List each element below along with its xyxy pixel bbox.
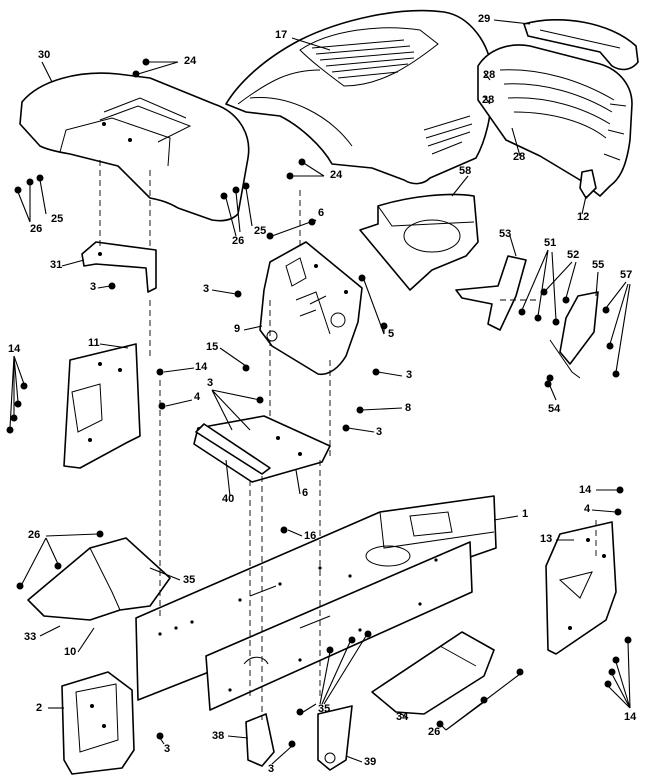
right-side-panel-part[interactable] <box>545 521 617 655</box>
grille-part[interactable] <box>477 44 633 197</box>
assembly-lines <box>99 160 597 720</box>
callout-c5: 5 <box>388 328 394 340</box>
support-plate-part[interactable] <box>193 415 331 483</box>
callout-c14a: 14 <box>8 343 21 355</box>
callout-c3d: 3 <box>406 369 412 381</box>
callout-c39: 39 <box>364 756 376 768</box>
callout-c8: 8 <box>405 402 411 414</box>
callout-c4b: 4 <box>584 503 591 515</box>
callout-c16: 16 <box>304 530 316 542</box>
callout-c3f: 3 <box>164 743 170 755</box>
callout-c9: 9 <box>234 323 240 335</box>
right-footrest-part[interactable] <box>371 631 495 715</box>
callout-c34: 34 <box>396 711 409 723</box>
callout-c54: 54 <box>548 403 561 415</box>
callout-c10: 10 <box>64 646 76 658</box>
callout-c12: 12 <box>577 211 589 223</box>
leader-lines <box>9 19 631 765</box>
rear-fender-part[interactable] <box>19 72 250 222</box>
callout-c15: 15 <box>206 341 218 353</box>
callout-c4a: 4 <box>194 391 201 403</box>
left-side-panel-part[interactable] <box>63 343 141 469</box>
callout-c17: 17 <box>275 29 287 41</box>
callout-c3b: 3 <box>203 283 209 295</box>
dash-panel-part[interactable] <box>259 241 363 376</box>
callout-c24b: 24 <box>330 169 343 181</box>
callout-c3a: 3 <box>90 281 96 293</box>
front-plate-part[interactable] <box>61 671 135 775</box>
callout-c3e: 3 <box>376 426 382 438</box>
left-footrest-part[interactable] <box>27 537 171 621</box>
bracket-part[interactable] <box>81 241 157 293</box>
support-bracket-part[interactable] <box>455 255 527 331</box>
callout-c35a: 35 <box>183 574 195 586</box>
callout-c29: 29 <box>478 13 490 25</box>
callout-c26d: 26 <box>428 726 440 738</box>
bracket-38-part[interactable] <box>245 713 275 767</box>
callout-c2: 2 <box>36 702 42 714</box>
main-frame-part[interactable] <box>135 495 497 711</box>
callout-c51: 51 <box>544 237 556 249</box>
callout-c25a: 25 <box>51 213 63 225</box>
hood-part[interactable] <box>225 9 494 185</box>
callout-c55: 55 <box>592 259 604 271</box>
dash-shroud-part[interactable] <box>359 193 479 291</box>
callout-c6b: 6 <box>302 487 308 499</box>
callout-c3g: 3 <box>268 763 274 775</box>
callout-c57: 57 <box>620 269 632 281</box>
callout-c13: 13 <box>540 533 552 545</box>
callout-c33: 33 <box>24 631 36 643</box>
callout-c26c: 26 <box>28 529 40 541</box>
callout-c26a: 26 <box>30 223 42 235</box>
callout-c30a: 30 <box>38 49 50 61</box>
latch-part[interactable] <box>579 169 597 199</box>
callout-c28b: 28 <box>482 94 494 106</box>
callout-c11: 11 <box>88 337 100 349</box>
callout-c28c: 28 <box>513 151 525 163</box>
callout-c1: 1 <box>522 508 528 520</box>
callout-c38: 38 <box>212 730 224 742</box>
callout-c25b: 25 <box>254 225 266 237</box>
mount-plate-part[interactable] <box>549 291 599 379</box>
callout-c14d: 14 <box>624 711 637 723</box>
callout-c52: 52 <box>567 249 579 261</box>
callout-c26b: 26 <box>232 235 244 247</box>
callout-c3c: 3 <box>207 377 213 389</box>
callout-c53: 53 <box>499 228 511 240</box>
callout-c14b: 14 <box>195 361 208 373</box>
bracket-39-part[interactable] <box>317 705 353 771</box>
grille-top-part[interactable] <box>523 19 639 71</box>
callout-c31: 31 <box>50 259 62 271</box>
callout-c14c: 14 <box>579 484 592 496</box>
callout-c35b: 35 <box>318 703 330 715</box>
callout-c28a: 28 <box>483 69 495 81</box>
callout-c40: 40 <box>222 493 234 505</box>
callout-c6a: 6 <box>318 207 324 219</box>
callout-c24a: 24 <box>184 55 197 67</box>
callout-c58: 58 <box>459 165 471 177</box>
